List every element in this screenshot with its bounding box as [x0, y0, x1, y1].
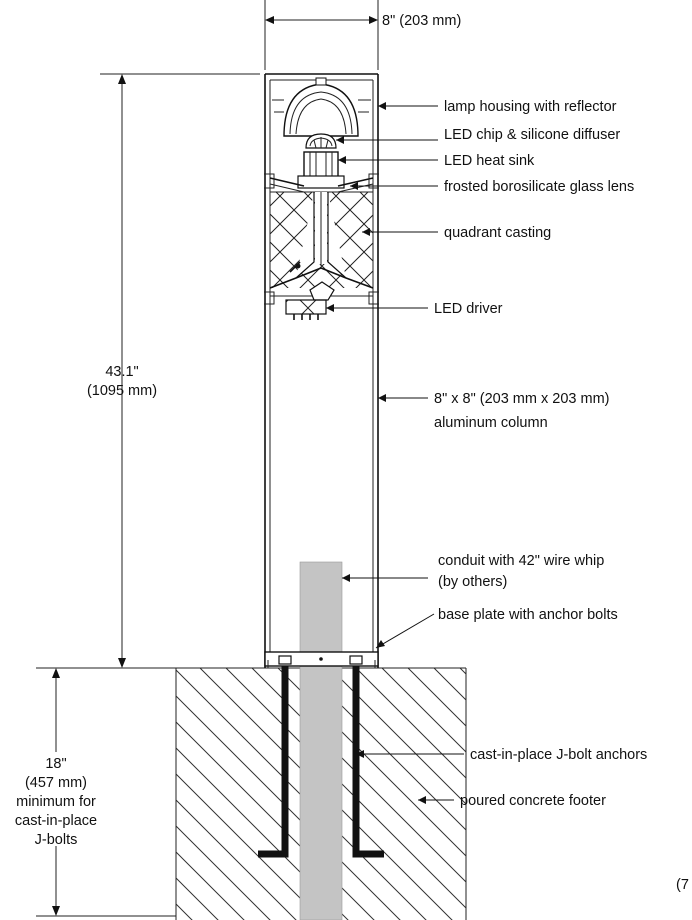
height-dimension-label-1: 43.1": [105, 364, 138, 380]
callout-quadrant-casting: quadrant casting: [444, 225, 551, 241]
base-plate: [264, 651, 379, 668]
callout-concrete-footer: poured concrete footer: [460, 793, 606, 809]
lamp-housing: [272, 77, 371, 137]
footer-dimension-label-2: (457 mm): [25, 775, 87, 791]
callout-conduit-line-1: conduit with 42" wire whip: [438, 553, 604, 569]
callout-led-driver: LED driver: [434, 301, 503, 317]
footer-dimension-label-3: minimum for: [16, 794, 96, 810]
callout-lamp-housing: lamp housing with reflector: [444, 99, 617, 115]
footer-dimension-label-4: cast-in-place: [15, 813, 97, 829]
led-driver: [264, 281, 379, 320]
callout-conduit-line-2: (by others): [438, 574, 507, 590]
quadrant-casting: [269, 191, 374, 289]
callout-column-line-1: 8" x 8" (203 mm x 203 mm): [434, 391, 609, 407]
width-dimension: [264, 0, 379, 70]
footer-dimension-label-5: J-bolts: [35, 832, 78, 848]
aluminum-column: [264, 73, 379, 668]
callout-base-plate: base plate with anchor bolts: [438, 607, 618, 623]
footer-dimension-label-1: 18": [45, 756, 66, 772]
callout-column-line-2: aluminum column: [434, 415, 548, 431]
footer-depth-dimension: [52, 668, 60, 916]
callout-heat-sink: LED heat sink: [444, 153, 535, 169]
led-chip-diffuser: [305, 133, 337, 149]
j-bolt-anchors: [258, 658, 384, 858]
height-dimension-label-2: (1095 mm): [87, 383, 157, 399]
callout-glass-lens: frosted borosilicate glass lens: [444, 179, 634, 195]
height-dimension: [100, 73, 260, 668]
conduit: [299, 561, 343, 920]
corner-mark: (7: [676, 877, 689, 893]
leader-arrowheads: [326, 102, 426, 804]
led-heat-sink: [297, 151, 345, 189]
glass-lens: [264, 173, 379, 193]
callout-j-bolt: cast-in-place J-bolt anchors: [470, 747, 647, 763]
callout-led-chip: LED chip & silicone diffuser: [444, 127, 620, 143]
leader-lines: [326, 105, 464, 801]
width-dimension-label: 8" (203 mm): [382, 13, 461, 29]
